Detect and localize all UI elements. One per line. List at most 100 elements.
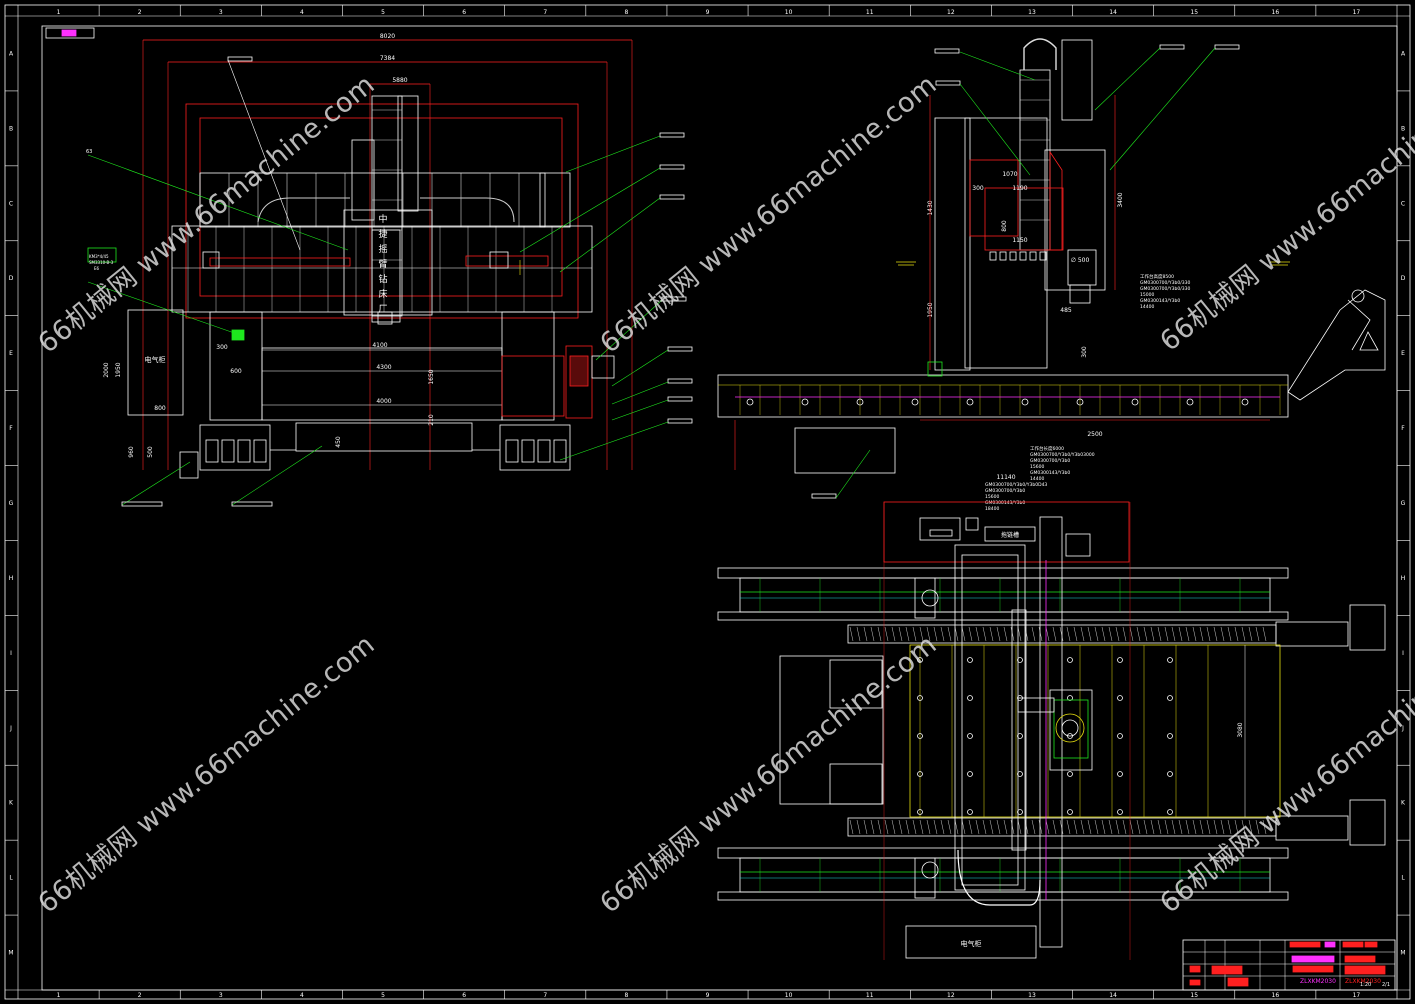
worktable-plan: [909, 644, 1281, 818]
motor-circle-bottom: [921, 861, 939, 879]
zone-col-label-top: 6: [462, 9, 466, 16]
zone-row-label-right: D: [1401, 275, 1406, 282]
column-left: [934, 117, 971, 371]
dim-text: 8020: [380, 33, 395, 40]
level-symbol: [896, 261, 916, 266]
corner-tag: [61, 29, 77, 37]
zone-col-label-top: 17: [1353, 9, 1361, 16]
drive-motor-top: [914, 577, 936, 619]
ram: [371, 95, 403, 317]
table-hole: [1117, 657, 1123, 663]
bolt-hole: [966, 398, 974, 406]
beam-cap: [539, 172, 571, 228]
conveyor-slat: [1206, 819, 1211, 835]
rail-block: [521, 439, 535, 463]
rail-block: [537, 439, 551, 463]
bolt-row: [989, 251, 997, 261]
front-elevation-view: 802073845880中捷摇臂钻床厂410043004000电气柜195020…: [86, 33, 693, 507]
pump-box: [591, 355, 615, 379]
conveyor-slat: [1248, 819, 1253, 835]
conveyor-slat: [1234, 626, 1239, 642]
ram-top-side: [1061, 39, 1093, 121]
zone-col-label-top: 8: [624, 9, 628, 16]
conveyor-slat: [975, 819, 980, 835]
conveyor-slat: [940, 626, 945, 642]
rail-right: [499, 424, 571, 471]
spec-line-bottom: 工作台长度6000: [1030, 445, 1064, 452]
dim-text-800: 800: [1001, 220, 1008, 232]
conveyor-slat: [1101, 626, 1106, 642]
head-envelope: [969, 159, 1019, 237]
callout-text: 63: [86, 149, 92, 155]
conveyor-slat: [1262, 819, 1267, 835]
table-hole: [1067, 695, 1073, 701]
zone-col-label-top: 11: [866, 9, 874, 16]
dim-text-500: 500: [147, 446, 154, 458]
zone-row-label-right: A: [1401, 50, 1406, 57]
dim-text-3080: 3080: [1237, 722, 1244, 737]
conveyor-slat: [1178, 626, 1183, 642]
conveyor-slat: [877, 819, 882, 835]
conveyor-slat: [1199, 626, 1204, 642]
bolt-hole: [1131, 398, 1139, 406]
conveyor-slat: [1136, 626, 1141, 642]
conveyor-slat: [1031, 819, 1036, 835]
conveyor-slat: [1038, 819, 1043, 835]
conveyor-slat: [870, 626, 875, 642]
conveyor-slat: [849, 626, 854, 642]
column-plan: [1039, 516, 1063, 948]
spindle-head-plan: [1049, 689, 1093, 771]
conveyor-end-bottom: [1275, 815, 1349, 841]
conveyor-slat: [1171, 819, 1176, 835]
tb-red: [1344, 965, 1386, 975]
zone-col-label-top: 1: [57, 9, 61, 16]
zone-row-label-right: H: [1401, 575, 1406, 582]
conveyor-slat: [933, 626, 938, 642]
title-block-outer: [1182, 939, 1396, 991]
bolt-row: [1039, 251, 1047, 261]
callout-leader: [959, 83, 1031, 176]
zone-row-label-right: J: [1401, 725, 1404, 732]
conveyor-slat: [1157, 819, 1162, 835]
level-symbol: [1270, 261, 1290, 266]
zone-row-label-left: A: [9, 50, 14, 57]
fixture-b: [829, 763, 883, 805]
table-hole: [1017, 733, 1023, 739]
upright-right: [501, 311, 555, 421]
pump-unit-side: [794, 427, 896, 474]
conveyor-slat: [912, 626, 917, 642]
spec-line-bottom: 15600: [1030, 464, 1044, 470]
bolt-row: [1029, 251, 1037, 261]
table-hole: [917, 771, 923, 777]
tb-red: [1211, 965, 1243, 975]
table-hole: [917, 733, 923, 739]
motor-circle-top: [921, 589, 939, 607]
conveyor-slat: [982, 626, 987, 642]
callout-tag: [1214, 44, 1240, 50]
zone-row-label-left: E: [9, 350, 13, 357]
conveyor-slat: [1227, 626, 1232, 642]
zone-col-label-bottom: 6: [462, 992, 466, 999]
sheet-text: 2/1: [1382, 982, 1390, 988]
conveyor-slat: [863, 626, 868, 642]
conveyor-slat: [884, 626, 889, 642]
zone-row-label-right: I: [1402, 650, 1404, 657]
dim-text-1150: 1150: [1012, 237, 1027, 244]
conveyor-slat: [1262, 626, 1267, 642]
conveyor-slat: [947, 626, 952, 642]
zone-row-label-right: C: [1401, 200, 1405, 207]
conveyor-pulley: [1351, 289, 1365, 303]
scale-text: 1:20: [1360, 982, 1371, 988]
ram-motor: [351, 139, 375, 221]
conveyor-slat: [926, 819, 931, 835]
table-hole: [967, 657, 973, 663]
plan-spec-line: 18400: [985, 506, 999, 512]
conveyor-slat: [1094, 626, 1099, 642]
conveyor-slat: [1101, 819, 1106, 835]
dim-text-960: 960: [128, 446, 135, 458]
bolt-hole: [1076, 398, 1084, 406]
conveyor-slat: [1031, 626, 1036, 642]
